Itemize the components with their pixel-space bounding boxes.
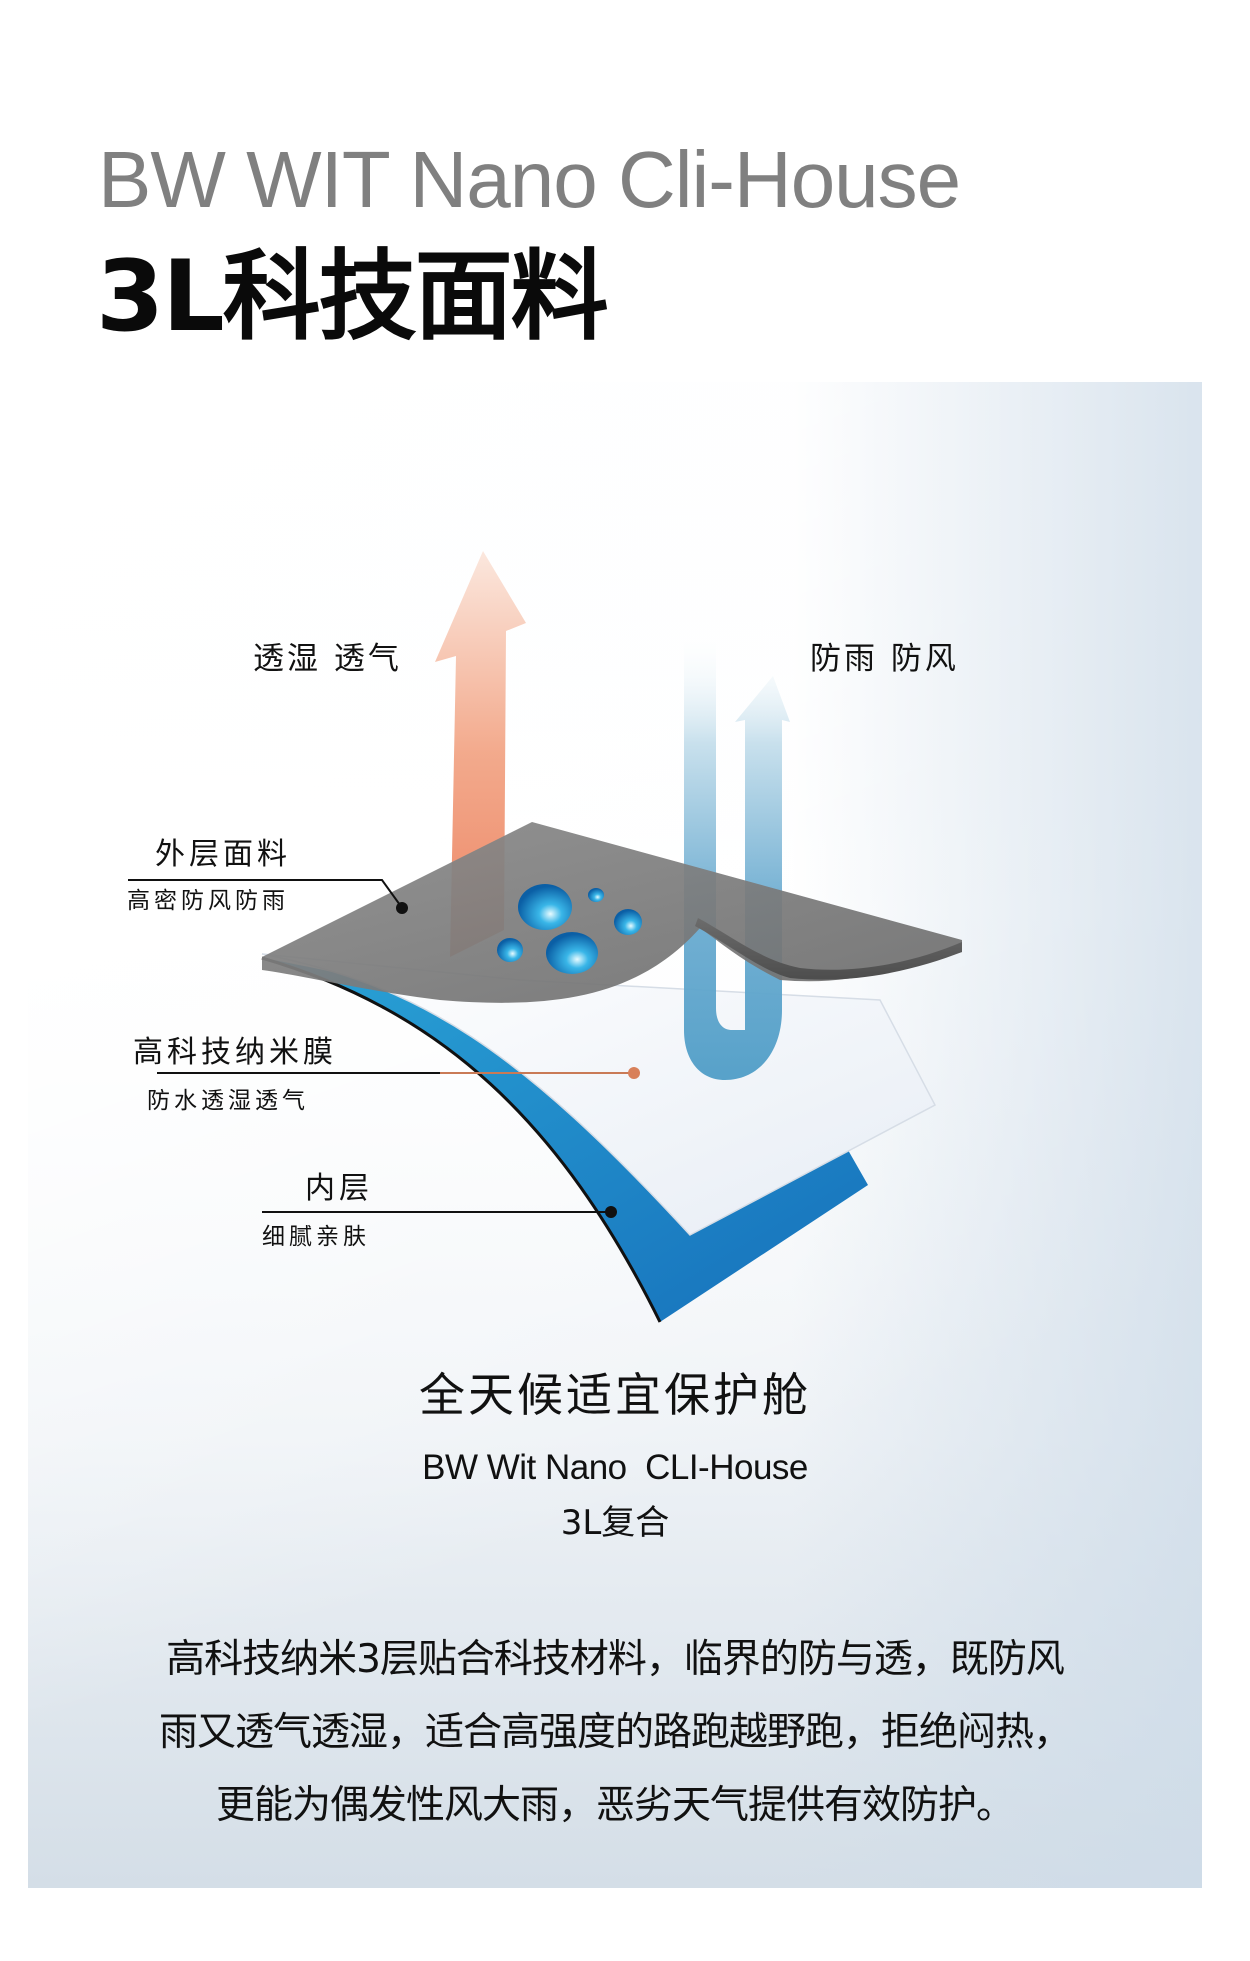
outer-layer-curl [695,918,962,980]
feature-title: 全天候适宜保护舱 [419,1368,811,1422]
outer-layer-name: 外层面料 [155,837,291,872]
membrane-layer-name: 高科技纳米膜 [133,1035,337,1070]
water-droplet-icon [546,932,598,974]
outer-layer-leader-line [128,879,401,906]
feature-product-name: BW Wit Nano CLI-House [422,1448,808,1487]
membrane-marker-dot [628,1067,640,1079]
inner-layer-desc: 细腻亲肤 [262,1224,370,1250]
windproof-label: 防雨 防风 [810,641,959,677]
fabric-diagram-panel [28,382,1202,1888]
product-title-english: BW WIT Nano Cli-House [98,135,961,224]
inner-layer-edge [261,956,662,1323]
water-droplet-icon [588,888,604,902]
inner-layer-shape [262,958,868,1322]
water-droplet-icon [497,938,523,962]
description-line: 更能为偶发性风大雨，恶劣天气提供有效防护。 [215,1783,1015,1828]
water-droplet-icon [518,884,572,930]
description-line: 高科技纳米3层贴合科技材料，临界的防与透，既防风 [166,1637,1065,1682]
outer-layer-marker-dot [396,902,408,914]
water-droplet-icon [614,909,642,935]
outer-layer-shape [262,822,962,1003]
membrane-layer-desc: 防水透湿透气 [147,1088,309,1114]
inner-layer-name: 内层 [305,1171,373,1206]
product-title-chinese: 3L科技面料 [96,240,609,354]
breathable-label: 透湿 透气 [253,641,402,677]
outer-layer-desc: 高密防风防雨 [127,888,289,914]
feature-spec: 3L复合 [560,1503,670,1543]
description-line: 雨又透气透湿，适合高强度的路跑越野跑，拒绝闷热， [158,1710,1072,1755]
inner-layer-marker-dot [605,1206,617,1218]
